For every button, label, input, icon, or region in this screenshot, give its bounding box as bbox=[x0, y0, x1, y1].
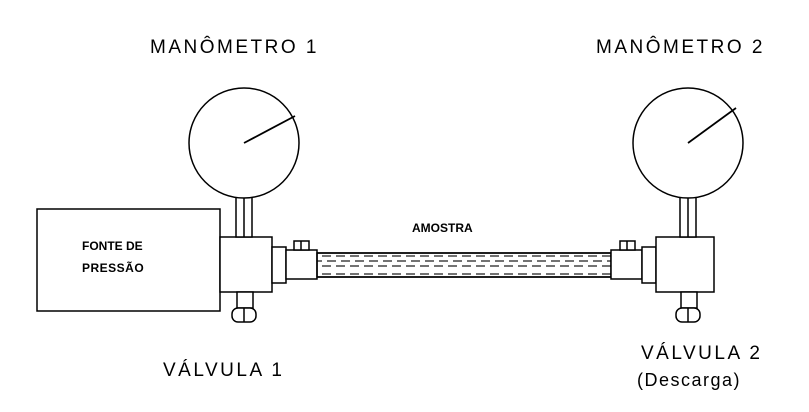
right-gauge-needle bbox=[687, 107, 737, 144]
valve-2-label: VÁLVULA 2 bbox=[641, 343, 763, 364]
right-hose-fitting bbox=[610, 249, 643, 280]
sample-hose bbox=[316, 252, 612, 278]
pressure-source-box bbox=[36, 208, 221, 312]
manometer-2-label: MANÔMETRO 2 bbox=[596, 37, 765, 58]
valve-1-label: VÁLVULA 1 bbox=[163, 360, 285, 381]
manometer-1-label: MANÔMETRO 1 bbox=[150, 37, 319, 58]
left-valve-flange bbox=[271, 246, 287, 284]
right-valve-flange bbox=[641, 246, 657, 284]
right-valve-body bbox=[655, 236, 715, 293]
left-valve-body bbox=[219, 236, 273, 293]
pressure-source-label-line1: FONTE DE bbox=[82, 239, 143, 253]
sample-label: AMOSTRA bbox=[412, 221, 473, 235]
right-valve-stem bbox=[680, 291, 698, 309]
left-hose-fitting bbox=[285, 249, 318, 280]
left-gauge-needle bbox=[243, 115, 296, 144]
pressure-source-label-line2: PRESSÃO bbox=[82, 261, 145, 275]
discharge-label: (Descarga) bbox=[637, 370, 742, 390]
left-valve-stem bbox=[236, 291, 254, 309]
